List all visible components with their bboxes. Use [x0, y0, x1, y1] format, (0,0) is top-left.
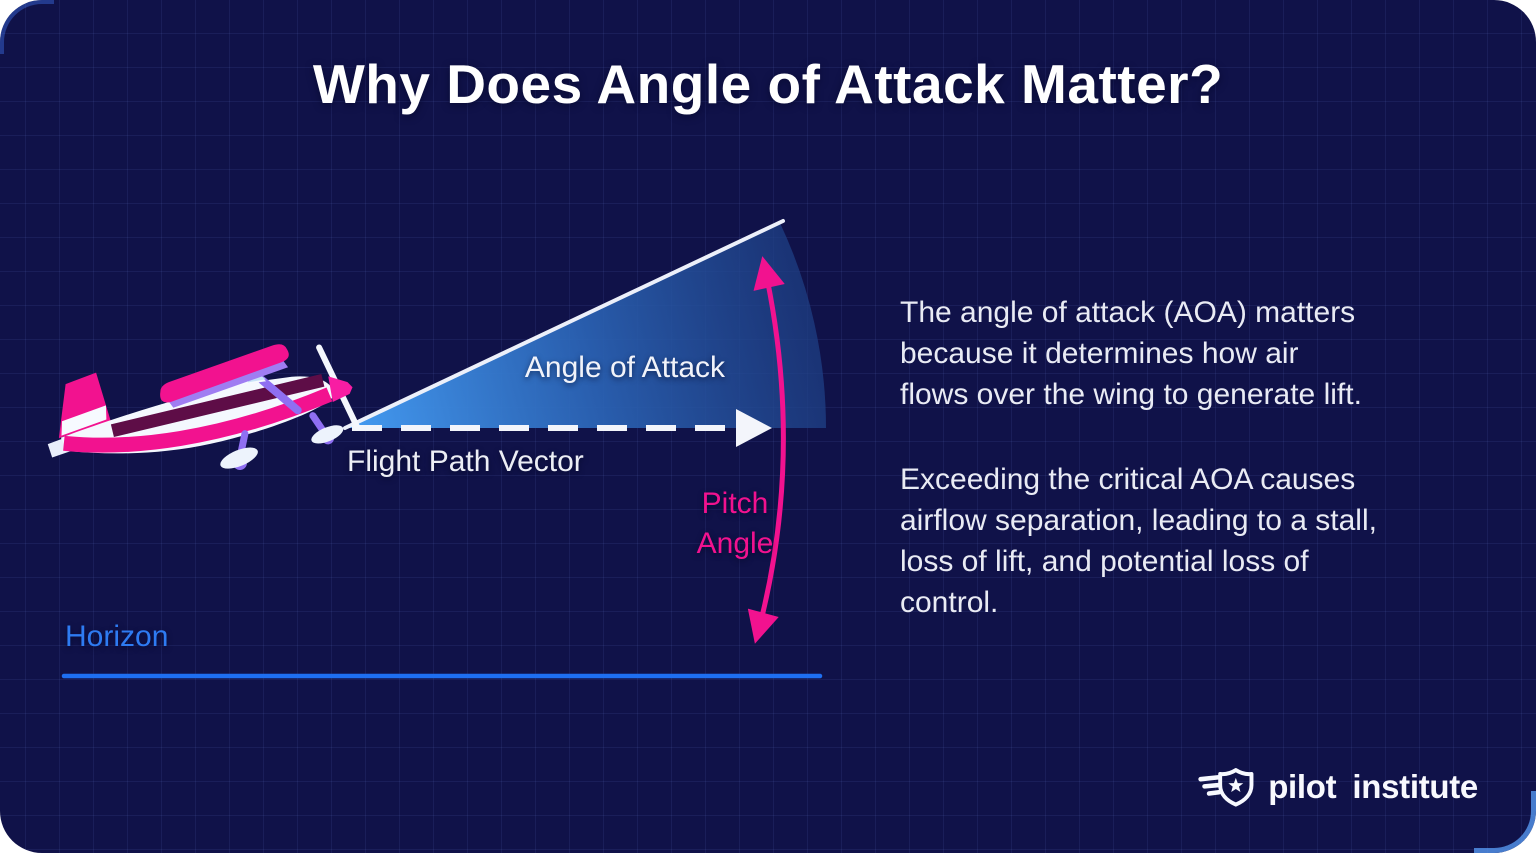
- brand-text-pilot: pilot: [1268, 768, 1337, 805]
- paragraph-1-line-3: flows over the wing to generate lift.: [900, 378, 1362, 411]
- paragraph-1-line-2: because it determines how air: [900, 337, 1299, 370]
- airplane-illustration: [47, 344, 361, 471]
- paragraph-2-line-4: control.: [900, 586, 999, 619]
- paragraph-1-line-1: The angle of attack (AOA) matters: [900, 296, 1356, 329]
- brand-text-institute: institute: [1352, 768, 1478, 805]
- horizon-label: Horizon: [65, 620, 169, 653]
- flight-path-vector-label: Flight Path Vector: [347, 445, 584, 478]
- pitch-angle-arrow: [747, 256, 786, 644]
- paragraph-2: Exceeding the critical AOA causes airflo…: [900, 459, 1500, 623]
- paragraph-2-line-2: airflow separation, leading to a stall,: [900, 504, 1377, 537]
- wing-shield-logo-icon: [1198, 768, 1254, 807]
- paragraph-2-line-1: Exceeding the critical AOA causes: [900, 463, 1356, 496]
- explanation-text: The angle of attack (AOA) matters becaus…: [900, 292, 1500, 623]
- paragraph-2-line-3: loss of lift, and potential loss of: [900, 545, 1309, 578]
- angle-of-attack-label: Angle of Attack: [524, 351, 726, 384]
- pitch-angle-label: Pitch Angle: [696, 487, 774, 560]
- page-title: Why Does Angle of Attack Matter?: [312, 53, 1224, 115]
- aoa-wedge: [345, 223, 826, 428]
- paragraph-1: The angle of attack (AOA) matters becaus…: [900, 292, 1500, 415]
- brand-logo: pilot institute: [1198, 762, 1478, 812]
- longitudinal-axis-line: [343, 219, 785, 430]
